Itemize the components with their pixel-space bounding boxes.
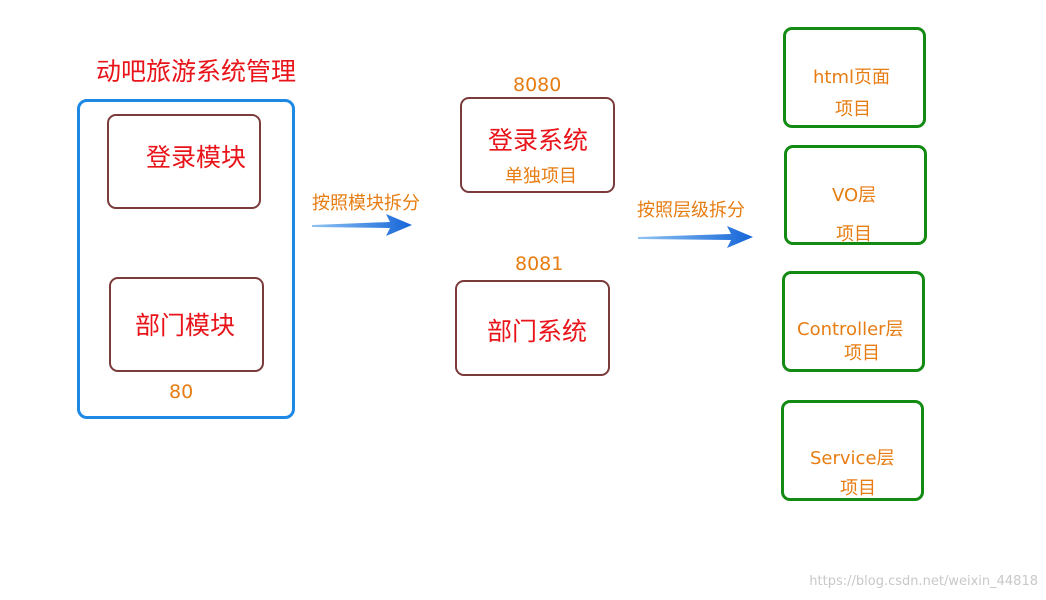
split-by-module-label: 按照模块拆分 <box>312 193 420 214</box>
layer-vo-title: VO层 <box>832 185 877 206</box>
login-module-label: 登录模块 <box>146 143 247 172</box>
monolith-port: 80 <box>169 381 194 403</box>
login-system-box <box>460 97 615 193</box>
layer-vo-subtitle: 项目 <box>836 224 872 245</box>
dept-module-label: 部门模块 <box>135 311 236 340</box>
dept-system-port: 8081 <box>515 253 564 275</box>
layer-service-subtitle: 项目 <box>840 478 876 499</box>
layer-service-title: Service层 <box>810 448 895 469</box>
login-system-port: 8080 <box>513 74 562 96</box>
dept-system-title: 部门系统 <box>487 317 588 346</box>
split-by-layer-label: 按照层级拆分 <box>637 200 745 221</box>
layer-html-subtitle: 项目 <box>835 99 871 120</box>
layer-box-html <box>783 27 926 128</box>
layer-box-vo <box>784 145 927 245</box>
login-system-subtitle: 单独项目 <box>505 166 577 187</box>
system-title: 动吧旅游系统管理 <box>96 57 297 86</box>
layer-box-controller <box>782 271 925 372</box>
login-system-title: 登录系统 <box>488 126 589 155</box>
layer-controller-title: Controller层 <box>797 319 904 340</box>
dept-system-box <box>455 280 610 376</box>
login-module-box <box>107 114 261 209</box>
layer-controller-subtitle: 项目 <box>844 343 880 364</box>
watermark: https://blog.csdn.net/weixin_44818 <box>809 574 1038 589</box>
split-by-module-arrow <box>312 214 412 236</box>
layer-html-title: html页面 <box>813 67 891 88</box>
layer-box-service <box>781 400 924 501</box>
dept-module-box <box>109 277 264 372</box>
split-by-layer-arrow <box>638 226 753 248</box>
